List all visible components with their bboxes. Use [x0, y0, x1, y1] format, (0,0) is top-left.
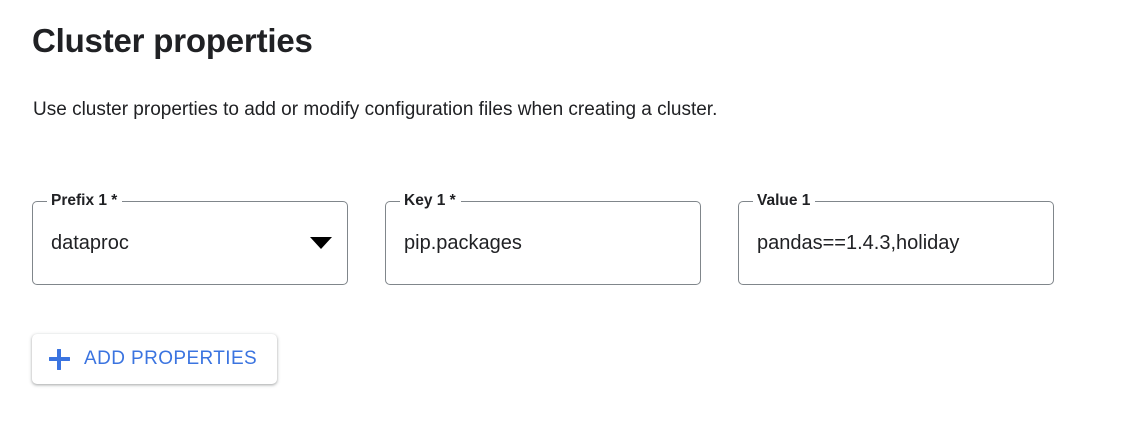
page-title: Cluster properties [32, 22, 313, 59]
key-input[interactable]: pip.packages [404, 232, 522, 254]
prefix-field-control[interactable]: dataproc [32, 201, 348, 285]
value-field-control[interactable]: pandas==1.4.3,holiday [738, 201, 1054, 285]
key-field[interactable]: Key 1 * pip.packages [385, 191, 701, 285]
prefix-select-value[interactable]: dataproc [51, 232, 129, 254]
value-field[interactable]: Value 1 pandas==1.4.3,holiday [738, 191, 1054, 285]
prefix-field[interactable]: Prefix 1 * dataproc [32, 191, 348, 285]
chevron-down-icon[interactable] [310, 237, 332, 249]
key-field-control[interactable]: pip.packages [385, 201, 701, 285]
property-row: Prefix 1 * dataproc Key 1 * pip.packages [32, 191, 1054, 285]
plus-icon [49, 348, 70, 370]
value-input[interactable]: pandas==1.4.3,holiday [757, 232, 960, 254]
add-properties-label: ADD PROPERTIES [84, 348, 258, 369]
page-description: Use cluster properties to add or modify … [33, 99, 718, 120]
add-properties-button[interactable]: ADD PROPERTIES [32, 334, 278, 384]
